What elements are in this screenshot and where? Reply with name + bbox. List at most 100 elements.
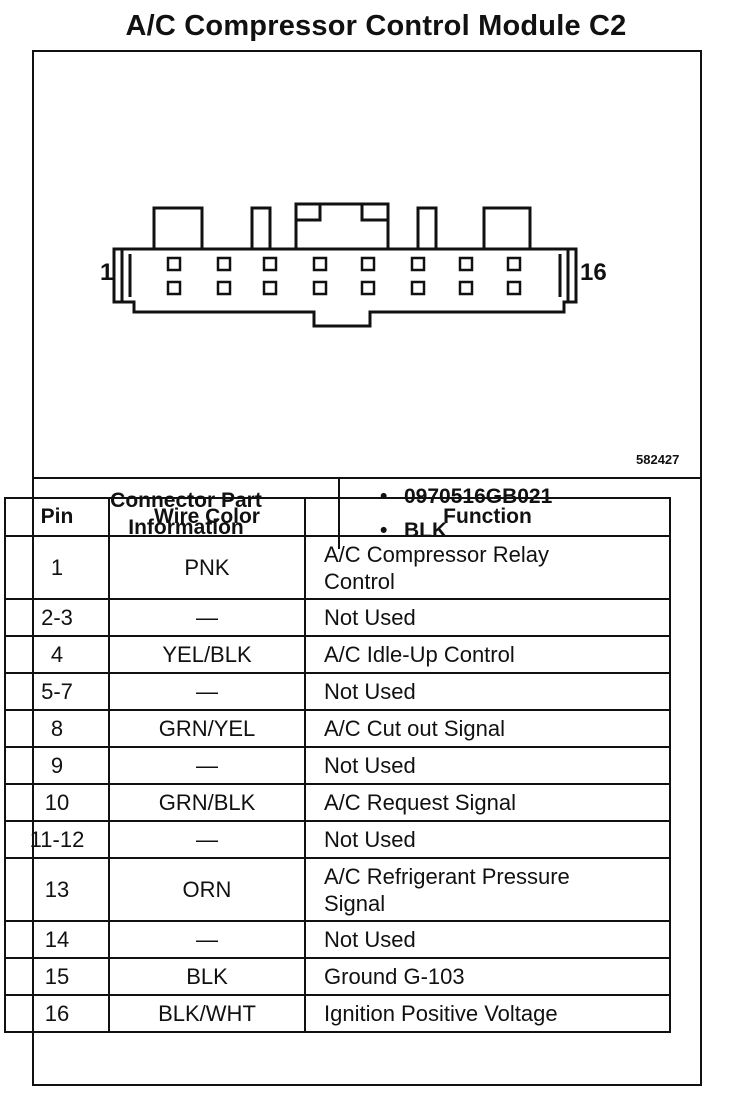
header-wire-color: Wire Color: [108, 497, 306, 537]
wire-color-cell: BLK: [108, 957, 306, 996]
wire-color-cell: —: [108, 920, 306, 959]
wire-color-cell: YEL/BLK: [108, 635, 306, 674]
pin-cavity: [166, 280, 182, 296]
function-cell: A/C Cut out Signal: [304, 709, 671, 748]
pin-cell: 11-12: [4, 820, 110, 859]
function-cell: Not Used: [304, 746, 671, 785]
pin-cavity: [458, 280, 474, 296]
pin-cell: 4: [4, 635, 110, 674]
function-text-line: Not Used: [324, 605, 416, 630]
function-cell: Not Used: [304, 820, 671, 859]
wire-color-cell: —: [108, 820, 306, 859]
connector-outline: [120, 247, 570, 328]
pin-cavity: [166, 256, 182, 272]
wire-color-cell: PNK: [108, 535, 306, 600]
function-text-line: Not Used: [324, 753, 416, 778]
function-text-line: Not Used: [324, 827, 416, 852]
table-row: 2-3— Not Used: [4, 598, 671, 637]
function-cell: Not Used: [304, 598, 671, 637]
function-cell: Not Used: [304, 920, 671, 959]
connector-lip: [568, 247, 578, 304]
pin-cell: 15: [4, 957, 110, 996]
connector-lip: [112, 247, 122, 304]
function-text-line: A/C Refrigerant Pressure: [324, 863, 570, 889]
pin-cavity: [216, 280, 232, 296]
connector-tab: [482, 206, 532, 249]
table-header-row: Pin Wire Color Function: [4, 497, 671, 537]
pin-1-label: 1: [100, 259, 114, 286]
pin-cavity: [360, 280, 376, 296]
figure-number: 582427: [636, 452, 680, 467]
function-text-line: Signal: [324, 890, 386, 916]
wire-color-cell: BLK/WHT: [108, 994, 306, 1033]
function-cell: A/C Request Signal: [304, 783, 671, 822]
header-pin: Pin: [4, 497, 110, 537]
pin-cavity: [506, 280, 522, 296]
bullet-icon: •: [380, 485, 388, 508]
function-text-line: A/C Idle-Up Control: [324, 642, 515, 667]
table-row: 9— Not Used: [4, 746, 671, 785]
pin-cavity: [410, 280, 426, 296]
wire-color-cell: GRN/YEL: [108, 709, 306, 748]
function-text-line: Control: [324, 568, 395, 594]
header-function: Function: [304, 497, 671, 537]
wire-color-cell: —: [108, 672, 306, 711]
function-text-line: Not Used: [324, 927, 416, 952]
pin-cavity: [312, 280, 328, 296]
pin-cell: 10: [4, 783, 110, 822]
function-text-line: Ground G-103: [324, 964, 465, 989]
pin-16-label: 16: [580, 259, 607, 286]
function-text-line: Ignition Positive Voltage: [324, 1001, 558, 1026]
function-text-line: A/C Request Signal: [324, 790, 516, 815]
function-cell: A/C Idle-Up Control: [304, 635, 671, 674]
pin-cell: 13: [4, 857, 110, 922]
pin-cell: 14: [4, 920, 110, 959]
function-cell: Ignition Positive Voltage: [304, 994, 671, 1033]
pin-cavity: [216, 256, 232, 272]
pin-cell: 9: [4, 746, 110, 785]
wire-color-cell: —: [108, 598, 306, 637]
table-row: 11-12— Not Used: [4, 820, 671, 859]
function-text-line: A/C Compressor Relay: [324, 541, 549, 567]
wire-color-cell: —: [108, 746, 306, 785]
pin-cavity: [506, 256, 522, 272]
connector-tab: [416, 206, 438, 249]
pin-cavity: [410, 256, 426, 272]
pin-cavity: [312, 256, 328, 272]
pin-cell: 2-3: [4, 598, 110, 637]
function-text-line: A/C Cut out Signal: [324, 716, 505, 741]
connector-tab: [296, 204, 322, 222]
connector-drawing: [112, 202, 578, 328]
connector-tab: [152, 206, 204, 249]
function-text-line: Not Used: [324, 679, 416, 704]
function-cell: Ground G-103: [304, 957, 671, 996]
pin-cavity: [262, 280, 278, 296]
pin-cell: 8: [4, 709, 110, 748]
pin-cell: 5-7: [4, 672, 110, 711]
wire-color-cell: ORN: [108, 857, 306, 922]
connector-tab: [294, 202, 390, 249]
wire-color-cell: GRN/BLK: [108, 783, 306, 822]
pin-cavity: [458, 256, 474, 272]
pin-cavity: [262, 256, 278, 272]
connector-tab: [250, 206, 272, 249]
table-row: 14— Not Used: [4, 920, 671, 959]
connector-tab: [360, 204, 388, 222]
pin-cavity: [360, 256, 376, 272]
page-title: A/C Compressor Control Module C2: [125, 10, 627, 42]
function-cell: Not Used: [304, 672, 671, 711]
pin-cell: 16: [4, 994, 110, 1033]
connector-diagram: 1 16 582427: [34, 52, 700, 477]
pin-cell: 1: [4, 535, 110, 600]
table-row: 5-7— Not Used: [4, 672, 671, 711]
